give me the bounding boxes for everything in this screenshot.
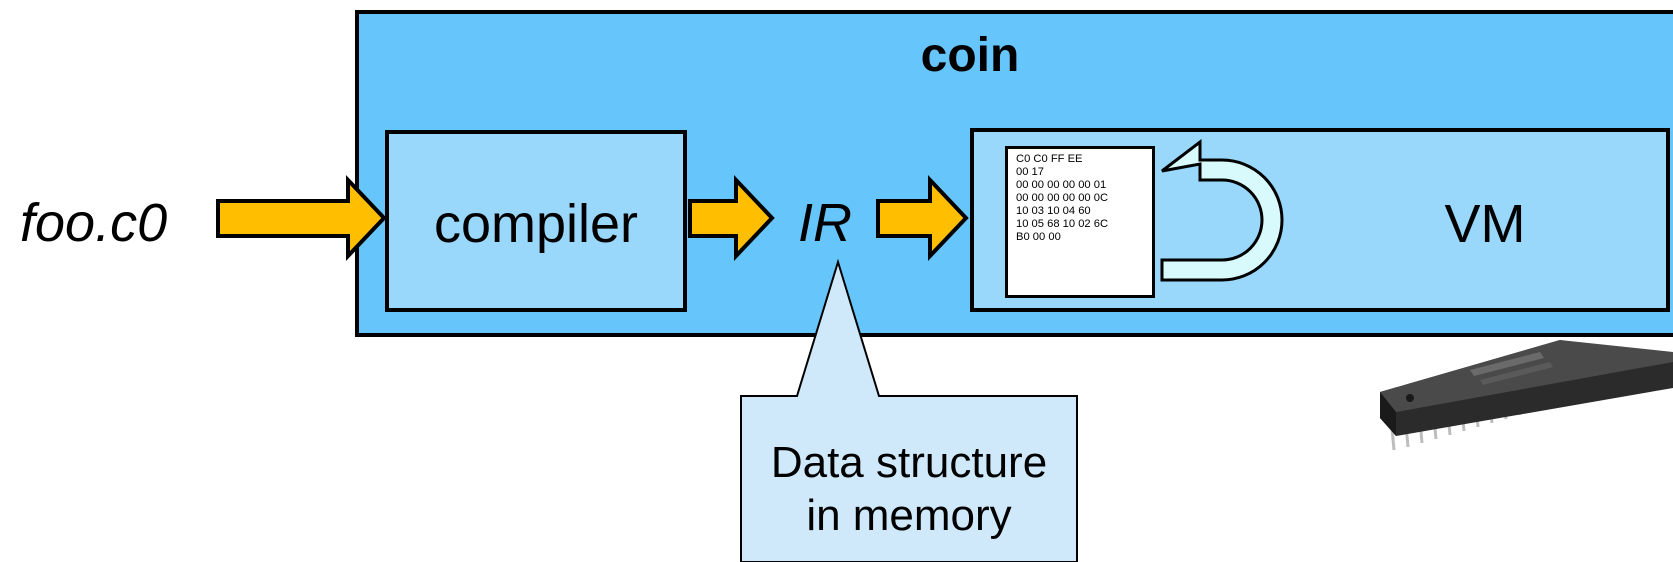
bytecode-line: 10 05 68 10 02 6C: [1016, 218, 1109, 230]
input-file-label: foo.c0: [20, 193, 168, 253]
compiler-label: compiler: [433, 194, 639, 254]
callout-text: Data structure in memory: [741, 436, 1077, 542]
vm-label: VM: [1444, 194, 1526, 254]
compiler-box: [385, 130, 687, 312]
bytecode-line: 00 00 00 00 00 01: [1016, 179, 1107, 191]
bytecode-line: 00 17: [1016, 166, 1044, 178]
coin-title: coin: [920, 29, 1020, 82]
callout-bubble: [740, 258, 1078, 562]
callout-line: Data structure: [770, 438, 1048, 487]
bytecode-line: C0 C0 FF EE: [1016, 153, 1083, 165]
microchip-icon: [1380, 340, 1673, 451]
bytecode-line: 10 03 10 04 60: [1016, 205, 1091, 217]
u-turn-arrow-icon: [1160, 138, 1284, 282]
arrow-right-icon: [876, 174, 969, 262]
bytecode-line: 00 00 00 00 00 0C: [1016, 192, 1109, 204]
arrow-right-icon: [216, 174, 387, 262]
arrow-right-icon: [688, 174, 775, 262]
bytecode-line: B0 00 00: [1016, 231, 1061, 243]
callout-line: in memory: [806, 491, 1012, 540]
bytecode-listing: C0 C0 FF EE 00 17 00 00 00 00 00 01 00 0…: [1005, 146, 1155, 298]
ir-label: IR: [798, 193, 852, 253]
